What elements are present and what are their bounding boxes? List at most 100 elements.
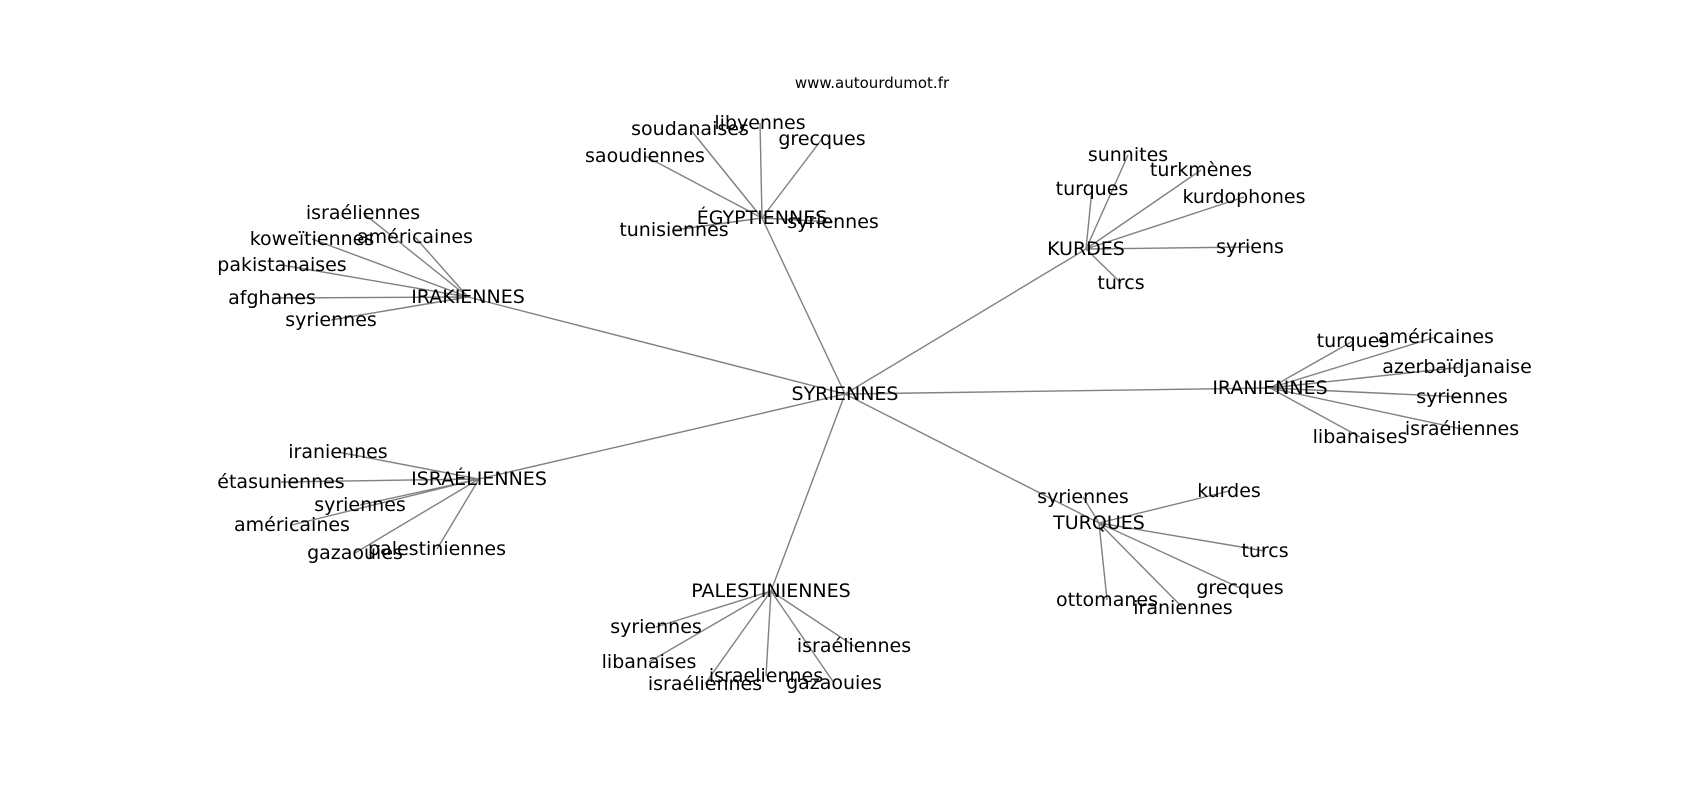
leaf-node: turques xyxy=(1056,178,1129,200)
edge-hub-leaf xyxy=(1098,522,1108,601)
center-node: SYRIENNES xyxy=(792,383,899,405)
hub-node: KURDES xyxy=(1047,238,1125,260)
edge-hub-leaf xyxy=(673,217,763,231)
leaf-node: syriennes xyxy=(314,494,406,516)
leaf-node: grecques xyxy=(778,128,865,150)
leaf-node: koweïtiennes xyxy=(250,228,375,250)
leaf-node: palestiniennes xyxy=(368,538,506,560)
edge-hub-leaf xyxy=(770,590,855,647)
leaf-node: israéliennes xyxy=(648,673,762,695)
leaf-node: turcs xyxy=(1241,540,1288,562)
hub-node: IRAKIENNES xyxy=(411,286,525,308)
edge-center-hub xyxy=(844,248,1087,395)
edge-hub-leaf xyxy=(1269,366,1463,389)
leaf-node: américaines xyxy=(1378,326,1494,348)
edge-hub-leaf xyxy=(761,138,823,219)
hub-node: IRANIENNES xyxy=(1212,377,1327,399)
edge-hub-leaf xyxy=(1269,336,1437,389)
leaf-node: syriennes xyxy=(285,309,377,331)
edge-hub-leaf xyxy=(330,296,469,321)
edge-hub-leaf xyxy=(1085,169,1202,250)
graph-labels: SYRIENNES ÉGYPTIENNES soudanaiseslibyennes… xyxy=(217,112,1542,695)
edge-center-hub xyxy=(478,393,846,480)
edge-hub-leaf xyxy=(1269,387,1463,430)
leaf-node: saoudiennes xyxy=(585,145,705,167)
leaf-node: afghanes xyxy=(228,287,316,309)
hub-node: ISRAÉLIENNES xyxy=(411,467,547,490)
leaf-node: soudanaises xyxy=(631,118,749,140)
leaf-node: turkmènes xyxy=(1150,159,1252,181)
leaf-node: ottomanes xyxy=(1056,589,1158,611)
leaf-node: libanaises xyxy=(602,651,697,673)
leaf-node: syriens xyxy=(1216,236,1284,258)
edge-hub-leaf xyxy=(311,238,469,298)
edge-hub-leaf xyxy=(1085,196,1245,250)
edge-hub-leaf xyxy=(280,478,480,483)
edge-hub-leaf xyxy=(1098,490,1230,524)
leaf-node: gazaouies xyxy=(786,672,882,694)
site-url: www.autourdumot.fr xyxy=(795,74,950,92)
leaf-node: syriennes xyxy=(610,616,702,638)
edge-hub-leaf xyxy=(1085,246,1251,250)
edge-hub-leaf xyxy=(704,590,772,685)
edge-hub-leaf xyxy=(648,590,772,663)
edge-hub-leaf xyxy=(291,478,480,526)
edge-hub-leaf xyxy=(1098,522,1266,552)
leaf-node: israéliennes xyxy=(797,635,911,657)
edge-center-hub xyxy=(844,387,1271,395)
leaf-node: iraniennes xyxy=(1133,597,1232,619)
leaf-node: turcs xyxy=(1097,272,1144,294)
edge-hub-leaf xyxy=(655,590,772,628)
edge-hub-leaf xyxy=(354,478,480,554)
edge-hub-leaf xyxy=(765,590,772,677)
leaf-node: kurdes xyxy=(1197,480,1261,502)
edge-hub-leaf xyxy=(1085,154,1129,250)
leaf-node: américaines xyxy=(234,514,350,536)
edge-hub-leaf xyxy=(362,212,469,298)
leaf-node: iraniennes xyxy=(288,441,387,463)
edge-center-hub xyxy=(770,393,846,592)
edge-hub-leaf xyxy=(1085,188,1093,250)
edge-hub-leaf xyxy=(337,451,480,480)
edge-hub-leaf xyxy=(1269,387,1361,438)
edge-hub-leaf xyxy=(1269,387,1463,398)
leaf-node: grecques xyxy=(1196,577,1283,599)
edge-hub-leaf xyxy=(644,155,763,219)
leaf-node: gazaouies xyxy=(307,542,403,564)
edge-hub-leaf xyxy=(271,296,469,299)
leaf-node: israéliennes xyxy=(306,202,420,224)
hub-node: ÉGYPTIENNES xyxy=(697,206,828,229)
leaf-node: américaines xyxy=(357,226,473,248)
leaf-node: syriennes xyxy=(1416,386,1508,408)
edge-hub-leaf xyxy=(1082,496,1100,524)
edge-center-hub xyxy=(844,393,1100,524)
edge-hub-leaf xyxy=(1085,248,1122,284)
edge-hub-leaf xyxy=(1098,522,1184,609)
leaf-node: pakistanaises xyxy=(217,254,346,276)
edge-hub-leaf xyxy=(1269,340,1354,389)
edge-hub-leaf xyxy=(759,122,763,219)
leaf-node: libyennes xyxy=(714,112,805,134)
leaf-node: syriennes xyxy=(787,211,879,233)
hub-node: TURQUES xyxy=(1052,512,1145,534)
leaf-node: kurdophones xyxy=(1183,186,1306,208)
edge-hub-leaf xyxy=(761,217,834,223)
leaf-node: sunnites xyxy=(1088,144,1168,166)
edge-hub-leaf xyxy=(1098,522,1241,589)
edge-hub-leaf xyxy=(689,128,763,219)
hub-node: PALESTINIENNES xyxy=(691,580,850,602)
leaf-node: étasuniennes xyxy=(217,471,344,493)
leaf-node: israeliennes xyxy=(709,665,823,687)
edge-hub-leaf xyxy=(414,236,469,298)
leaf-node: tunisiennes xyxy=(619,219,728,241)
leaf-node: turques xyxy=(1317,330,1390,352)
edge-hub-leaf xyxy=(281,264,469,298)
leaf-node: israéliennes xyxy=(1405,418,1519,440)
graph-edges xyxy=(271,122,1463,685)
leaf-node: syriennes xyxy=(1037,486,1129,508)
edge-hub-leaf xyxy=(770,590,835,684)
edge-center-hub xyxy=(467,296,846,395)
leaf-node: azerbaïdjanaises xyxy=(1382,356,1542,378)
edge-center-hub xyxy=(761,217,846,395)
